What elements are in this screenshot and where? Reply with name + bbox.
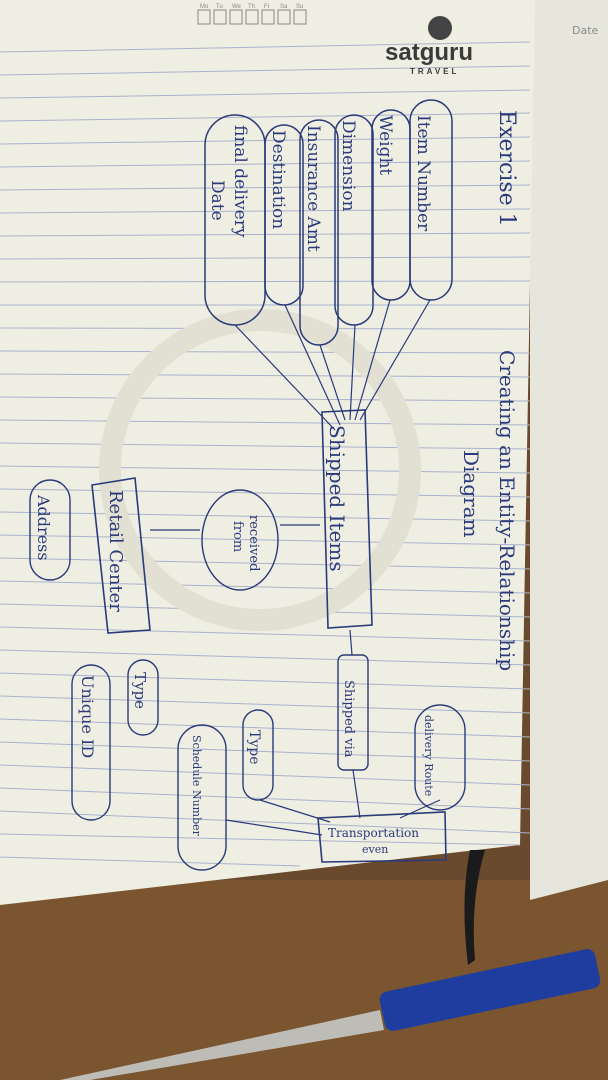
entity-retail-center-box	[91, 477, 151, 634]
right-page	[530, 0, 608, 900]
entity-shipped-items-box	[321, 409, 373, 629]
date-label: Date	[572, 24, 599, 37]
attr-destination: Destination	[268, 130, 288, 229]
attr-schedule-number: Schedule Number	[190, 735, 203, 837]
rel-received-text-1: received	[246, 515, 261, 571]
entity-transportation-box	[317, 811, 447, 863]
attribute-connectors	[234, 299, 431, 431]
day-boxes	[197, 9, 307, 25]
brand-subtitle: TRAVEL	[410, 67, 459, 76]
rel-received-from-oval	[201, 489, 279, 591]
attr-insurance-amt: Insurance Amt	[303, 125, 323, 252]
heading-line-1: Creating an Entity-Relationship	[495, 350, 519, 671]
pen	[60, 949, 601, 1080]
attr-retail-type: Type	[131, 672, 149, 709]
attr-unique-id-oval	[71, 664, 111, 821]
day-label-mo: Mo	[200, 4, 209, 10]
brand-name: satguru	[385, 39, 473, 66]
day-label-tu: Tu	[216, 4, 223, 10]
entity-shipped-items: Shipped Items	[325, 425, 349, 572]
heading-line-2: Diagram	[459, 450, 483, 538]
connector-shipped-via	[349, 629, 353, 656]
day-label-sa: Sa	[280, 4, 288, 10]
day-label-we: We	[232, 4, 242, 10]
attr-address-oval	[29, 479, 71, 581]
attr-delivery-route: delivery Route	[422, 715, 435, 796]
exercise-title: Exercise 1	[494, 110, 519, 227]
notebook-page	[0, 0, 535, 905]
ruled-lines	[0, 41, 531, 867]
attr-dimension: Dimension	[338, 120, 358, 212]
day-label-th: Th	[248, 4, 255, 10]
day-label-fr: Fr	[264, 4, 270, 10]
attr-final-delivery: final delivery	[230, 125, 250, 238]
attribute-ovals	[204, 99, 453, 346]
attr-weight: Weight	[375, 115, 395, 175]
bookmark-ribbon	[464, 850, 485, 965]
attr-unique-id: Unique ID	[78, 675, 97, 758]
entity-retail-center: Retail Center	[105, 490, 126, 612]
watermark-logo	[99, 309, 421, 631]
attr-retail-type-oval	[127, 659, 159, 736]
transport-connectors	[225, 769, 441, 836]
attr-date: Date	[207, 180, 227, 221]
attr-schedule-number-oval	[177, 724, 227, 871]
day-label-su: Su	[296, 4, 303, 10]
brand-logo-icon	[428, 16, 452, 40]
attr-delivery-route-oval	[414, 704, 466, 811]
attr-item-number: Item Number	[413, 115, 433, 232]
entity-transportation-2: even	[362, 843, 388, 856]
attr-transport-type-oval	[242, 709, 274, 801]
pen-cap	[379, 949, 601, 1031]
rel-shipped-via: Shipped via	[341, 680, 356, 758]
attr-address: Address	[34, 494, 53, 561]
attr-transport-type: Type	[246, 730, 262, 765]
entity-transportation-1: Transportation	[328, 826, 419, 840]
rel-received-text-2: from	[230, 521, 245, 552]
